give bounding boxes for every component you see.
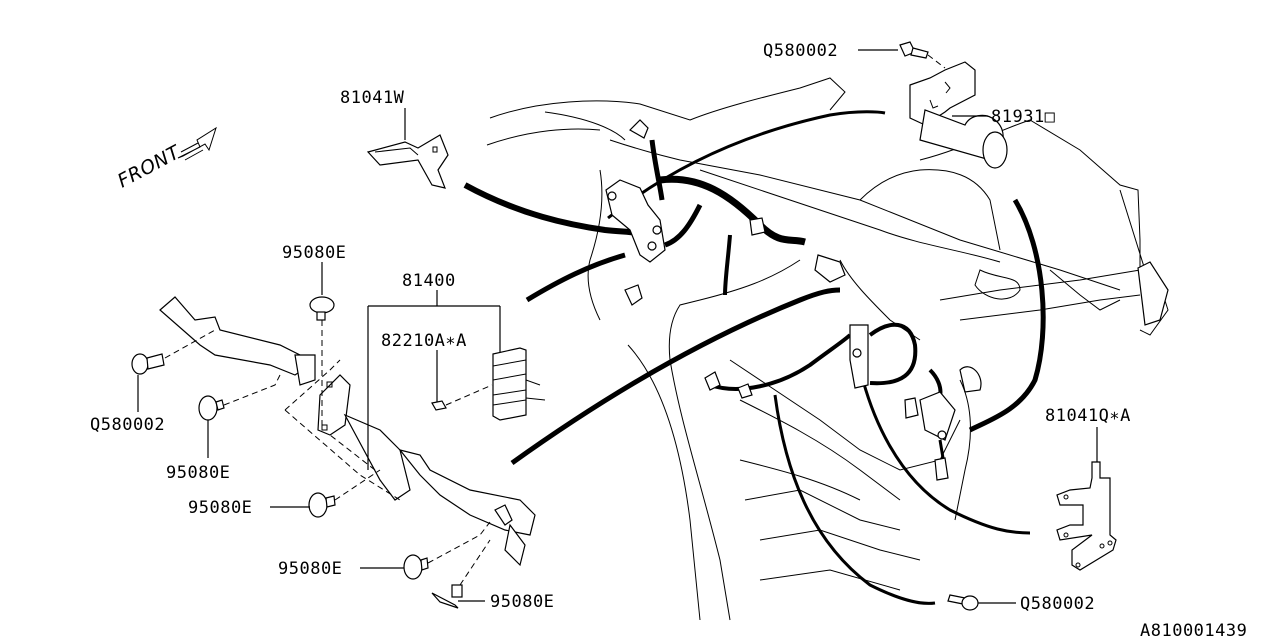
- bolt-q580002-top: [899, 41, 946, 69]
- label-81041w[interactable]: 81041W: [340, 88, 405, 108]
- front-orientation-indicator: FRONT: [114, 126, 217, 192]
- fasteners-left: [131, 296, 491, 609]
- clip-95080e-top: [309, 296, 335, 430]
- label-82210a[interactable]: 82210A∗A: [381, 331, 467, 351]
- clip-95080e-mid: [308, 469, 381, 518]
- clip-95080e-bottom: [431, 539, 491, 609]
- reference-code: A810001439: [1140, 621, 1247, 640]
- label-81400[interactable]: 81400: [402, 271, 456, 291]
- label-95080e-top[interactable]: 95080E: [282, 243, 346, 263]
- part-labels: Q580002 81931□ 81041W 95080E 81400 82210…: [90, 41, 1247, 640]
- label-81041q[interactable]: 81041Q∗A: [1045, 406, 1131, 426]
- part-81931-relay-holder: [909, 61, 1008, 169]
- part-81041q-bracket: [1056, 461, 1117, 571]
- main-wiring-harness: [463, 110, 1046, 605]
- leader-lines: [137, 49, 1098, 604]
- vehicle-body-structure: [486, 77, 1169, 621]
- label-q580002-top[interactable]: Q580002: [763, 41, 838, 61]
- label-q580002-bottom[interactable]: Q580002: [1020, 594, 1095, 614]
- front-label: FRONT: [114, 141, 185, 192]
- bolt-q580002-bottom: [947, 594, 979, 611]
- label-95080e-mid[interactable]: 95080E: [188, 498, 252, 518]
- part-81041w-bracket: [366, 134, 449, 189]
- label-q580002-left[interactable]: Q580002: [90, 415, 165, 435]
- clip-95080e-low: [403, 521, 491, 580]
- front-arrow-icon: [177, 126, 217, 161]
- label-95080e-bottom[interactable]: 95080E: [490, 592, 554, 612]
- left-bracket-assembly: [159, 296, 536, 567]
- label-95080e-low[interactable]: 95080E: [278, 559, 342, 579]
- part-82210a-fuse-box: [431, 347, 546, 421]
- label-95080e-left[interactable]: 95080E: [166, 463, 230, 483]
- clip-95080e-left: [198, 374, 281, 421]
- bolt-q580002-left: [131, 329, 216, 375]
- harness-connectors: [605, 119, 1169, 481]
- label-81931[interactable]: 81931□: [991, 107, 1056, 127]
